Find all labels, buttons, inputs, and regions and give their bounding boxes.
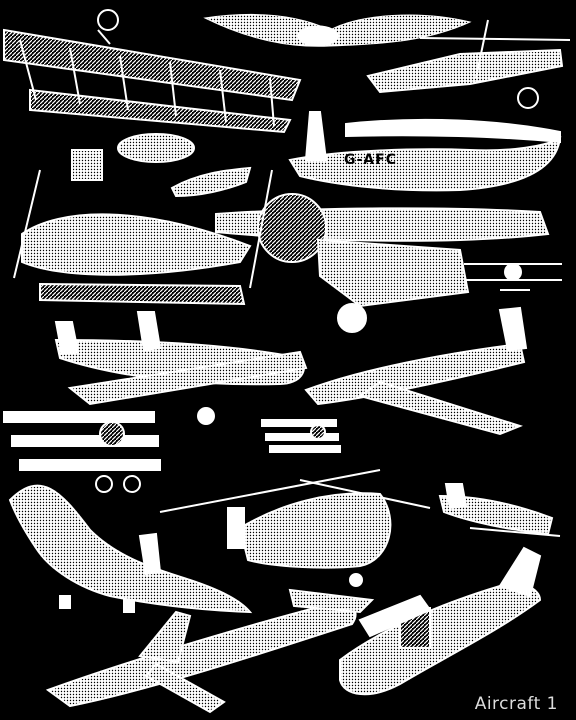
flying-boat xyxy=(288,111,562,192)
trijet-airliner xyxy=(45,588,375,714)
spacecraft xyxy=(71,133,252,198)
small-biplane xyxy=(464,263,562,291)
registration-marking: G-AFC xyxy=(344,152,397,168)
cabin-monoplane xyxy=(215,169,550,333)
helicopter xyxy=(159,469,431,587)
early-biplane xyxy=(3,9,302,134)
racing-monoplane xyxy=(13,169,252,306)
space-shuttle xyxy=(339,546,542,696)
business-jet xyxy=(304,306,528,436)
bat-wing-aircraft xyxy=(203,13,472,47)
twin-engine-airliner xyxy=(54,311,308,425)
small-triplane xyxy=(261,419,341,453)
triplane xyxy=(3,411,161,493)
biplane-airliner xyxy=(366,19,571,109)
image-caption: Aircraft 1 xyxy=(474,694,558,714)
supersonic-airliner xyxy=(8,484,253,614)
light-aircraft xyxy=(438,483,561,537)
